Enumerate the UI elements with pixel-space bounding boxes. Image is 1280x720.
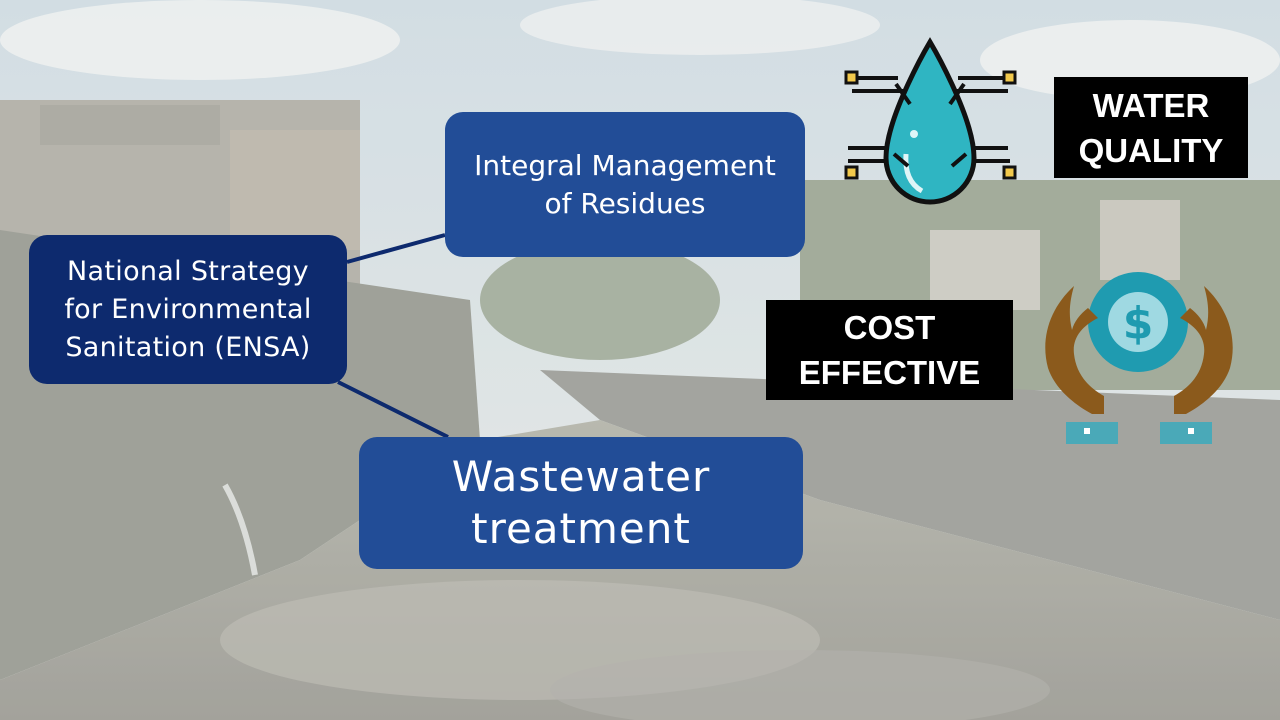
node-wastewater-treatment: Wastewater treatment bbox=[359, 437, 803, 569]
edge-ensa-residues bbox=[346, 233, 446, 264]
cost-effective-label: COST EFFECTIVE bbox=[766, 300, 1013, 400]
hands-holding-coin-icon: $ bbox=[1045, 272, 1233, 444]
node-ensa: National Strategy for Environmental Sani… bbox=[29, 235, 347, 384]
water-drop-icon bbox=[844, 37, 1017, 205]
edge-ensa-wastewater bbox=[337, 380, 449, 439]
water-quality-label: WATER QUALITY bbox=[1054, 77, 1248, 178]
svg-text:$: $ bbox=[1123, 298, 1154, 349]
node-integral-management-of-residues: Integral Management of Residues bbox=[445, 112, 805, 257]
